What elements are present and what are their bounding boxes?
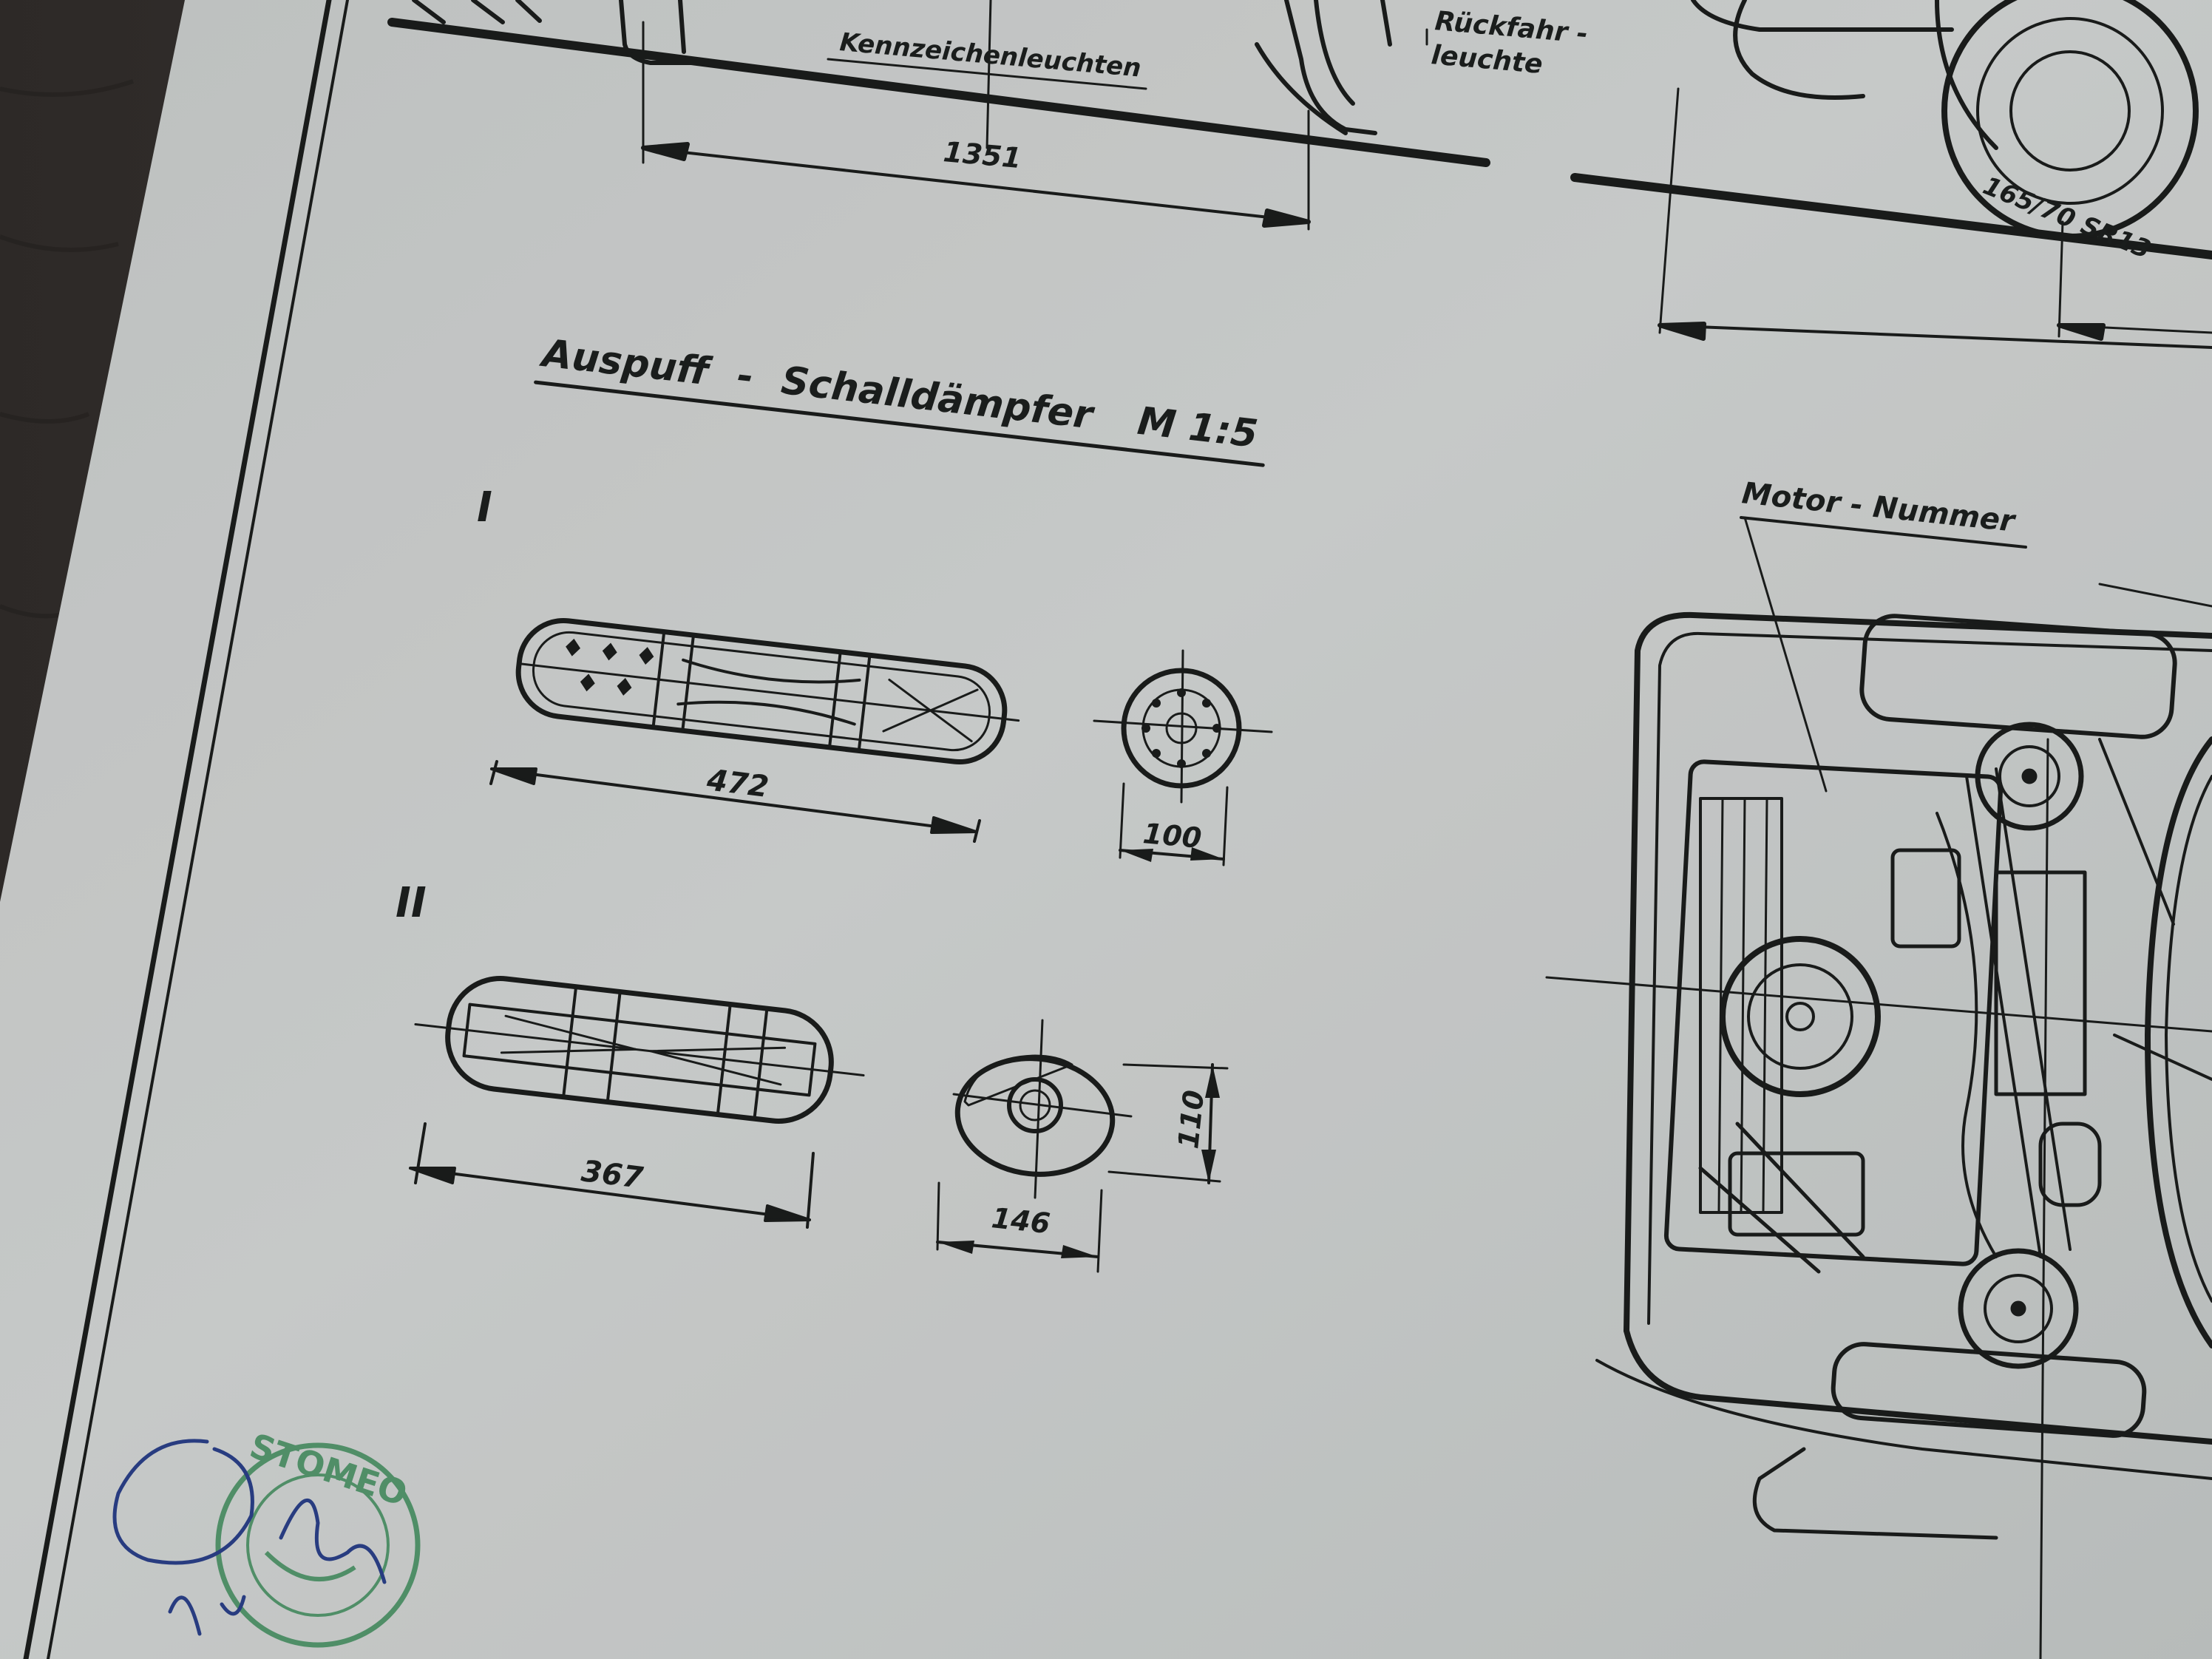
dimension-1351: 1351 (942, 135, 1022, 174)
muffler-1-dimension-line (489, 760, 981, 843)
muffler-2-side-view (414, 976, 865, 1124)
dimension-146: 146 (990, 1201, 1051, 1240)
wood-grain (0, 79, 134, 619)
muffler-2-dimension-line (409, 1122, 815, 1229)
side-view-drawing (1570, 0, 2212, 349)
variant-2-label: II (396, 879, 427, 927)
signature (112, 1439, 387, 1636)
muffler-1-end-view (1093, 649, 1273, 866)
dimension-367: 367 (580, 1154, 645, 1195)
variant-1-label: I (477, 484, 492, 532)
muffler-2-end-view (936, 1019, 1229, 1273)
dimension-100: 100 (1141, 817, 1203, 855)
dimension-472: 472 (705, 763, 770, 804)
rear-view-drawing (387, 0, 1490, 231)
engine-bay-drawing (1545, 516, 2212, 1659)
drawing-border (23, 0, 349, 1659)
muffler-1-side-view (515, 617, 1020, 765)
dimension-110: 110 (1172, 1088, 1210, 1150)
